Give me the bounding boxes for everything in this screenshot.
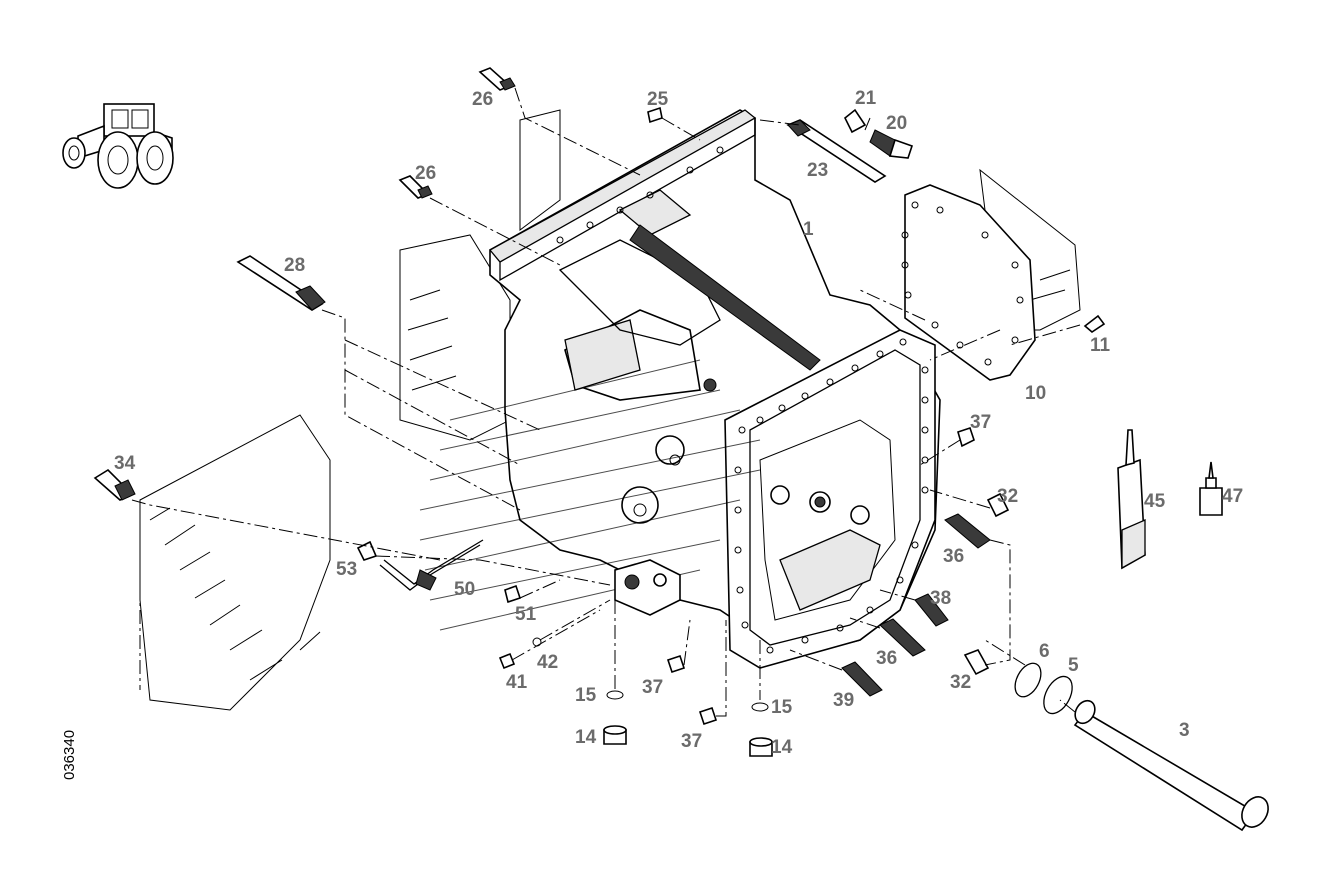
callout-42: 42 [537, 652, 558, 673]
callout-6: 6 [1039, 641, 1050, 662]
callout-41: 41 [506, 672, 528, 693]
stud-36-top [944, 513, 991, 549]
callout-20: 20 [886, 113, 907, 134]
nut-37-top [957, 426, 975, 448]
stud-36-bottom [879, 618, 926, 657]
callout-1: 1 [803, 219, 814, 240]
callout-45: 45 [1144, 491, 1166, 512]
callout-26: 26 [472, 89, 493, 110]
callout-15: 15 [575, 685, 597, 706]
callout-23: 23 [807, 160, 828, 181]
pipe-50 [379, 539, 484, 591]
stud-38 [914, 593, 949, 627]
callout-38: 38 [930, 588, 951, 609]
callout-11: 11 [1090, 335, 1111, 356]
seal-ring-15-left [606, 690, 624, 700]
snap-ring-6 [1014, 662, 1042, 698]
callout-28: 28 [284, 255, 305, 276]
drain-plug-14-right [749, 737, 773, 757]
callout-47: 47 [1222, 486, 1243, 507]
callout-51: 51 [515, 604, 537, 625]
drain-plug-14-left [603, 725, 627, 745]
callout-53: 53 [336, 559, 357, 580]
callout-37: 37 [970, 412, 991, 433]
callout-10: 10 [1025, 383, 1046, 404]
dowel-32-bottom [963, 649, 990, 676]
nut-37-bottom [698, 706, 718, 726]
callout-37: 37 [642, 677, 663, 698]
callout-21: 21 [855, 88, 877, 109]
callout-3: 3 [1179, 720, 1190, 741]
drawing-id: 036340 [61, 730, 78, 780]
bolt-28 [236, 255, 326, 311]
bolt-26-top [478, 67, 516, 91]
callout-14: 14 [771, 737, 793, 758]
callout-39: 39 [833, 690, 854, 711]
side-cover [901, 168, 1081, 381]
stud-23 [786, 119, 887, 183]
washer-42 [532, 637, 542, 647]
tube-3 [1073, 699, 1269, 832]
callout-5: 5 [1068, 655, 1079, 676]
callout-15: 15 [771, 697, 793, 718]
callout-36: 36 [876, 648, 897, 669]
dowel-32-top [986, 492, 1010, 518]
callout-32: 32 [997, 486, 1018, 507]
callout-32: 32 [950, 672, 971, 693]
callout-37: 37 [681, 731, 702, 752]
nut-51 [504, 584, 522, 604]
sealant-tube-45 [1117, 429, 1146, 570]
callout-14: 14 [575, 727, 597, 748]
pin-25 [647, 106, 663, 124]
callout-26: 26 [415, 163, 436, 184]
callout-25: 25 [647, 89, 669, 110]
o-ring-5 [1043, 675, 1073, 715]
callout-34: 34 [114, 453, 136, 474]
callout-50: 50 [454, 579, 475, 600]
nut-37-mid [666, 654, 686, 674]
phantom-outline [419, 359, 761, 631]
plug-41 [498, 652, 516, 670]
bolt-11 [1083, 314, 1106, 334]
stud-39 [841, 661, 883, 697]
assembly-lines [131, 87, 1081, 717]
bolt-26-mid [398, 175, 433, 199]
tractor-icon [62, 103, 174, 189]
rear-housing-outline [139, 109, 561, 711]
valve-block [614, 559, 681, 616]
washer-21 [843, 108, 867, 134]
bolt-20 [869, 129, 914, 159]
adhesive-bottle-47 [1199, 461, 1223, 516]
seal-ring-15-right [751, 702, 769, 712]
callout-labels: 26 25 21 20 23 26 1 28 11 10 37 34 32 45… [114, 88, 1243, 758]
bolt-34 [93, 468, 136, 501]
callout-36: 36 [943, 546, 964, 567]
transmission-housing [488, 109, 941, 669]
